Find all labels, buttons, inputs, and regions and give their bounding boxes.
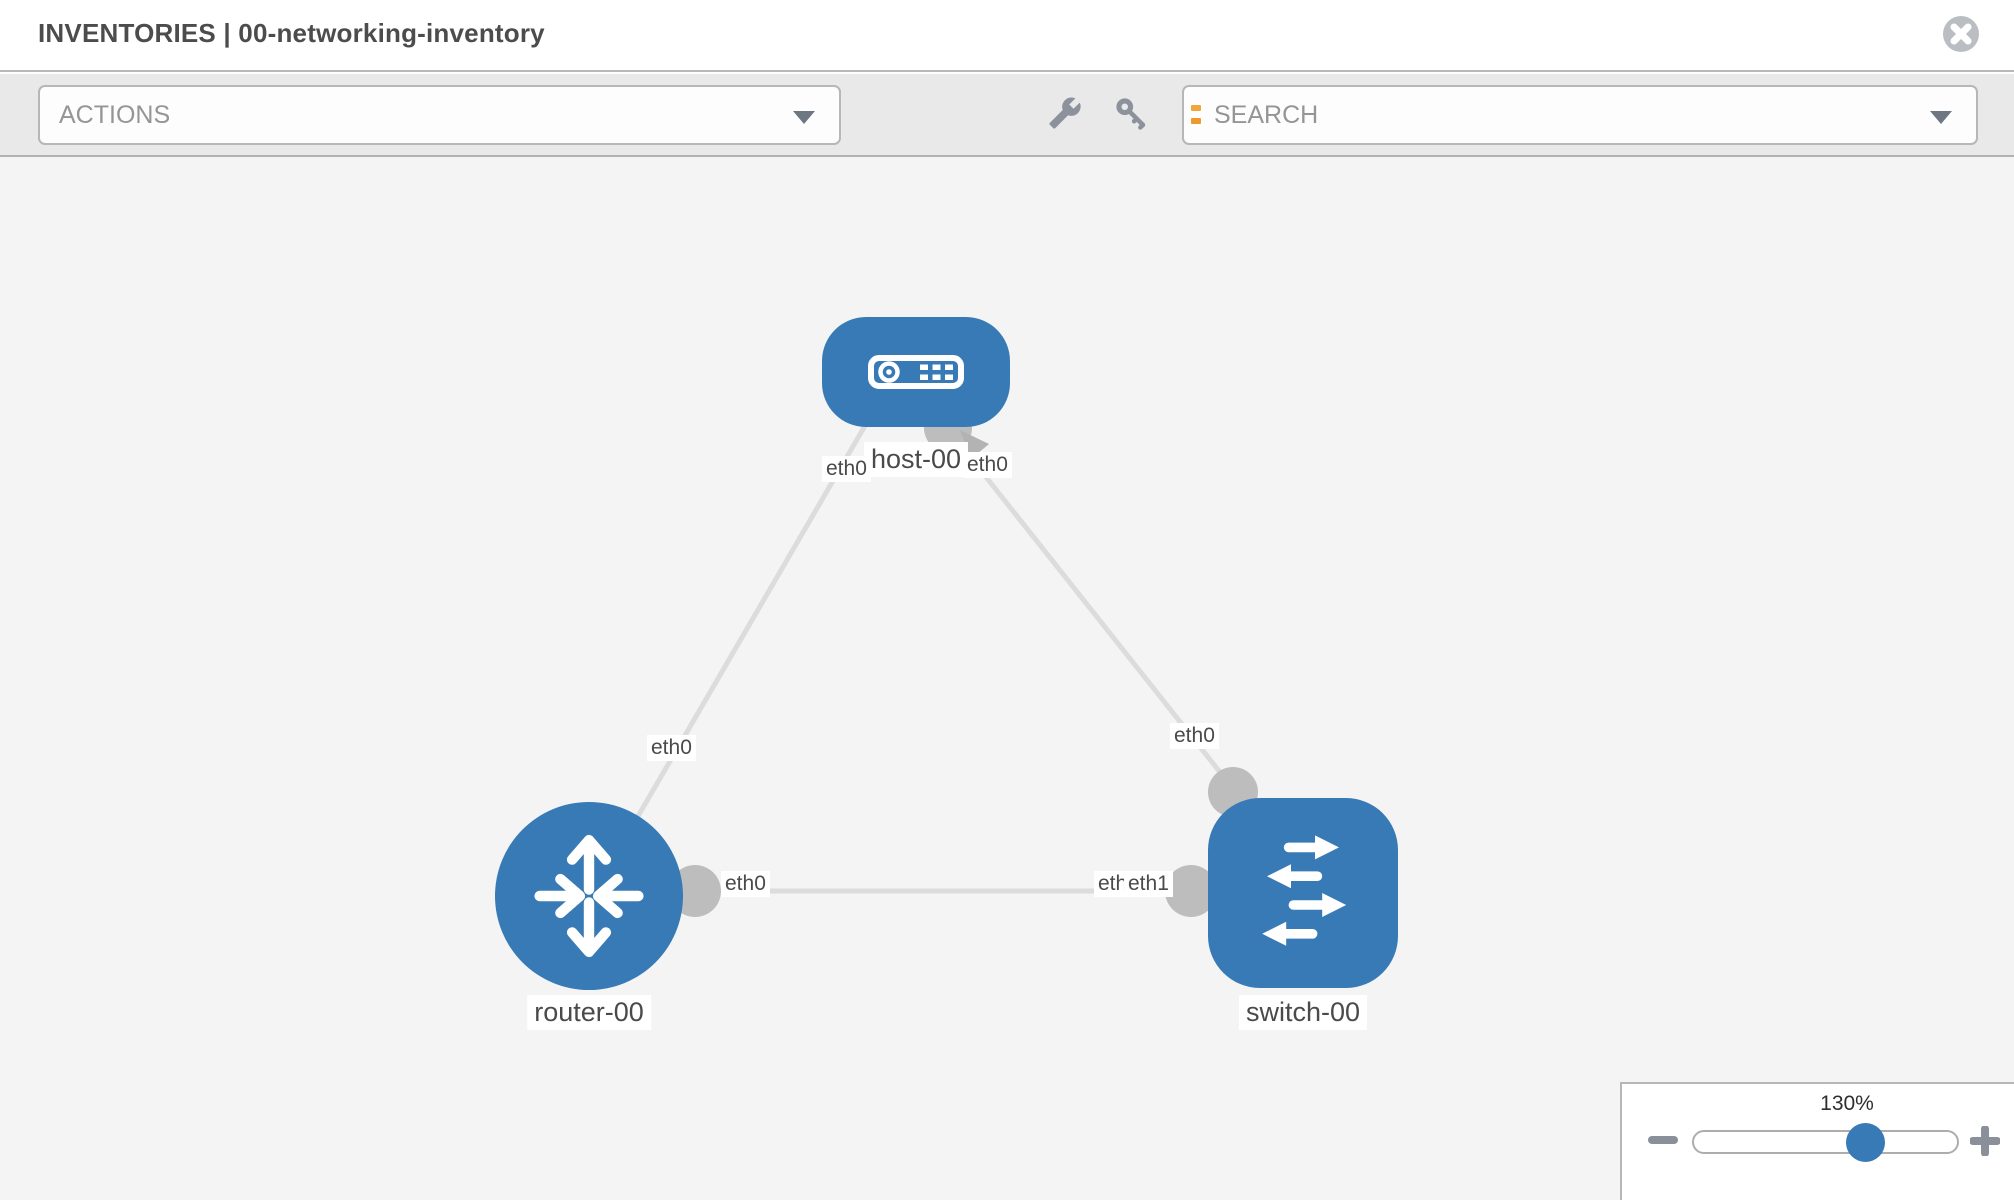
node-host[interactable] <box>822 317 1010 427</box>
connector-switch-left <box>1165 865 1217 917</box>
link-arrowhead <box>960 430 989 459</box>
host-icon <box>868 355 964 389</box>
interface-label: eth0 <box>721 871 770 897</box>
zoom-level: 130% <box>1820 1092 1874 1115</box>
node-router[interactable] <box>495 802 683 990</box>
interface-connectors <box>669 404 1258 917</box>
credentials-button[interactable] <box>1114 96 1152 134</box>
key-icon <box>1116 98 1146 130</box>
topology-canvas[interactable]: host-00 router-00 switch-00 eth0 eth0 et… <box>0 157 2014 1200</box>
header-bar: INVENTORIES | 00-networking-inventory <box>0 0 2014 72</box>
switch-icon <box>1262 835 1347 946</box>
interface-label: eth0 <box>822 456 871 482</box>
topology-links <box>627 422 1252 894</box>
search-placeholder: SEARCH <box>1214 101 1319 129</box>
node-switch[interactable] <box>1208 798 1398 988</box>
node-label-host: host-00 <box>863 442 969 477</box>
chevron-down-icon <box>1930 111 1952 124</box>
interface-label: eth0 <box>647 735 696 761</box>
zoom-slider-thumb[interactable] <box>1846 1123 1885 1162</box>
interface-label: eth0 <box>963 452 1012 478</box>
zoom-slider-track[interactable] <box>1692 1130 1959 1154</box>
close-icon <box>1943 16 1979 52</box>
zoom-panel: 130% <box>1620 1082 2014 1200</box>
zoom-out-button[interactable] <box>1648 1136 1678 1144</box>
actions-dropdown-label: ACTIONS <box>59 101 171 129</box>
node-label-router: router-00 <box>527 995 651 1030</box>
interface-label: eth0 <box>1170 723 1219 749</box>
search-dropdown[interactable]: SEARCH <box>1182 85 1978 145</box>
search-caret-marks <box>1191 105 1201 127</box>
link-host-router <box>627 422 869 832</box>
page-title: INVENTORIES | 00-networking-inventory <box>38 18 545 48</box>
toolbar: ACTIONS SEARCH <box>0 74 2014 157</box>
close-button[interactable] <box>1942 15 1980 53</box>
actions-dropdown[interactable]: ACTIONS <box>38 85 841 145</box>
tools-button[interactable] <box>1048 96 1086 134</box>
zoom-in-button[interactable] <box>1969 1125 2001 1157</box>
wrench-icon <box>1049 97 1081 129</box>
router-icon <box>534 834 644 958</box>
node-label-switch: switch-00 <box>1238 995 1368 1030</box>
link-host-switch <box>942 422 1252 812</box>
chevron-down-icon <box>793 111 815 124</box>
interface-label: eth1 <box>1124 871 1173 897</box>
plus-icon <box>1969 1125 2001 1157</box>
